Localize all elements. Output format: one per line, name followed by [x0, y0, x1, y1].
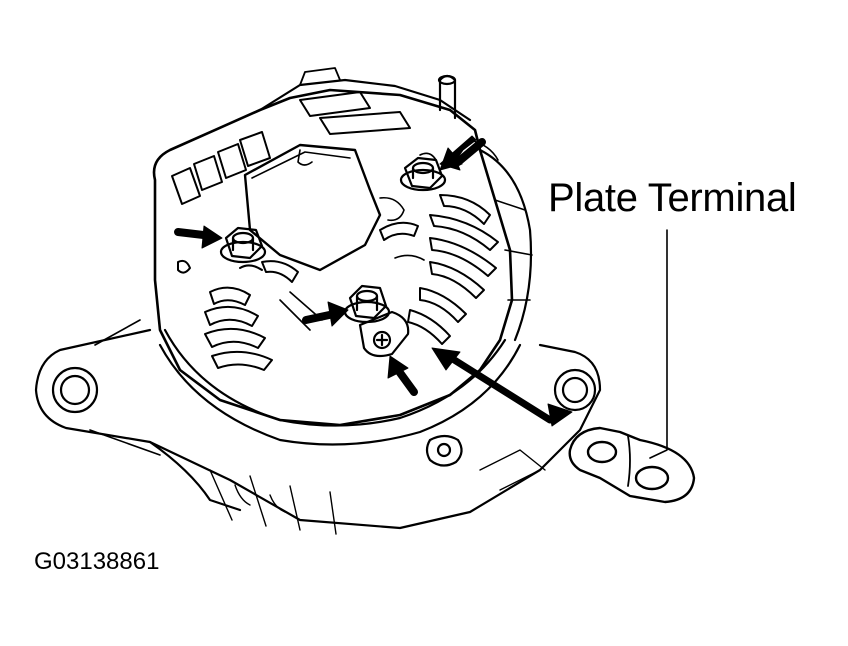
leader-line	[649, 229, 668, 459]
arrow-left-nut	[201, 225, 223, 249]
alternator-housing	[152, 67, 533, 446]
plate-terminal-part	[568, 426, 696, 504]
arrow-screw	[387, 355, 409, 379]
regulator-cover	[243, 143, 382, 272]
plate-terminal-label: Plate Terminal	[548, 176, 797, 220]
mounting-bracket	[34, 319, 602, 535]
figure-code: G03138861	[34, 548, 160, 575]
housing-vents	[171, 91, 411, 205]
arrow-center-nut	[327, 301, 349, 327]
arrow-plate-area	[431, 347, 461, 371]
rear-cover-fins	[177, 139, 499, 371]
indicator-arrows	[174, 135, 573, 427]
stud-nuts	[219, 156, 447, 358]
